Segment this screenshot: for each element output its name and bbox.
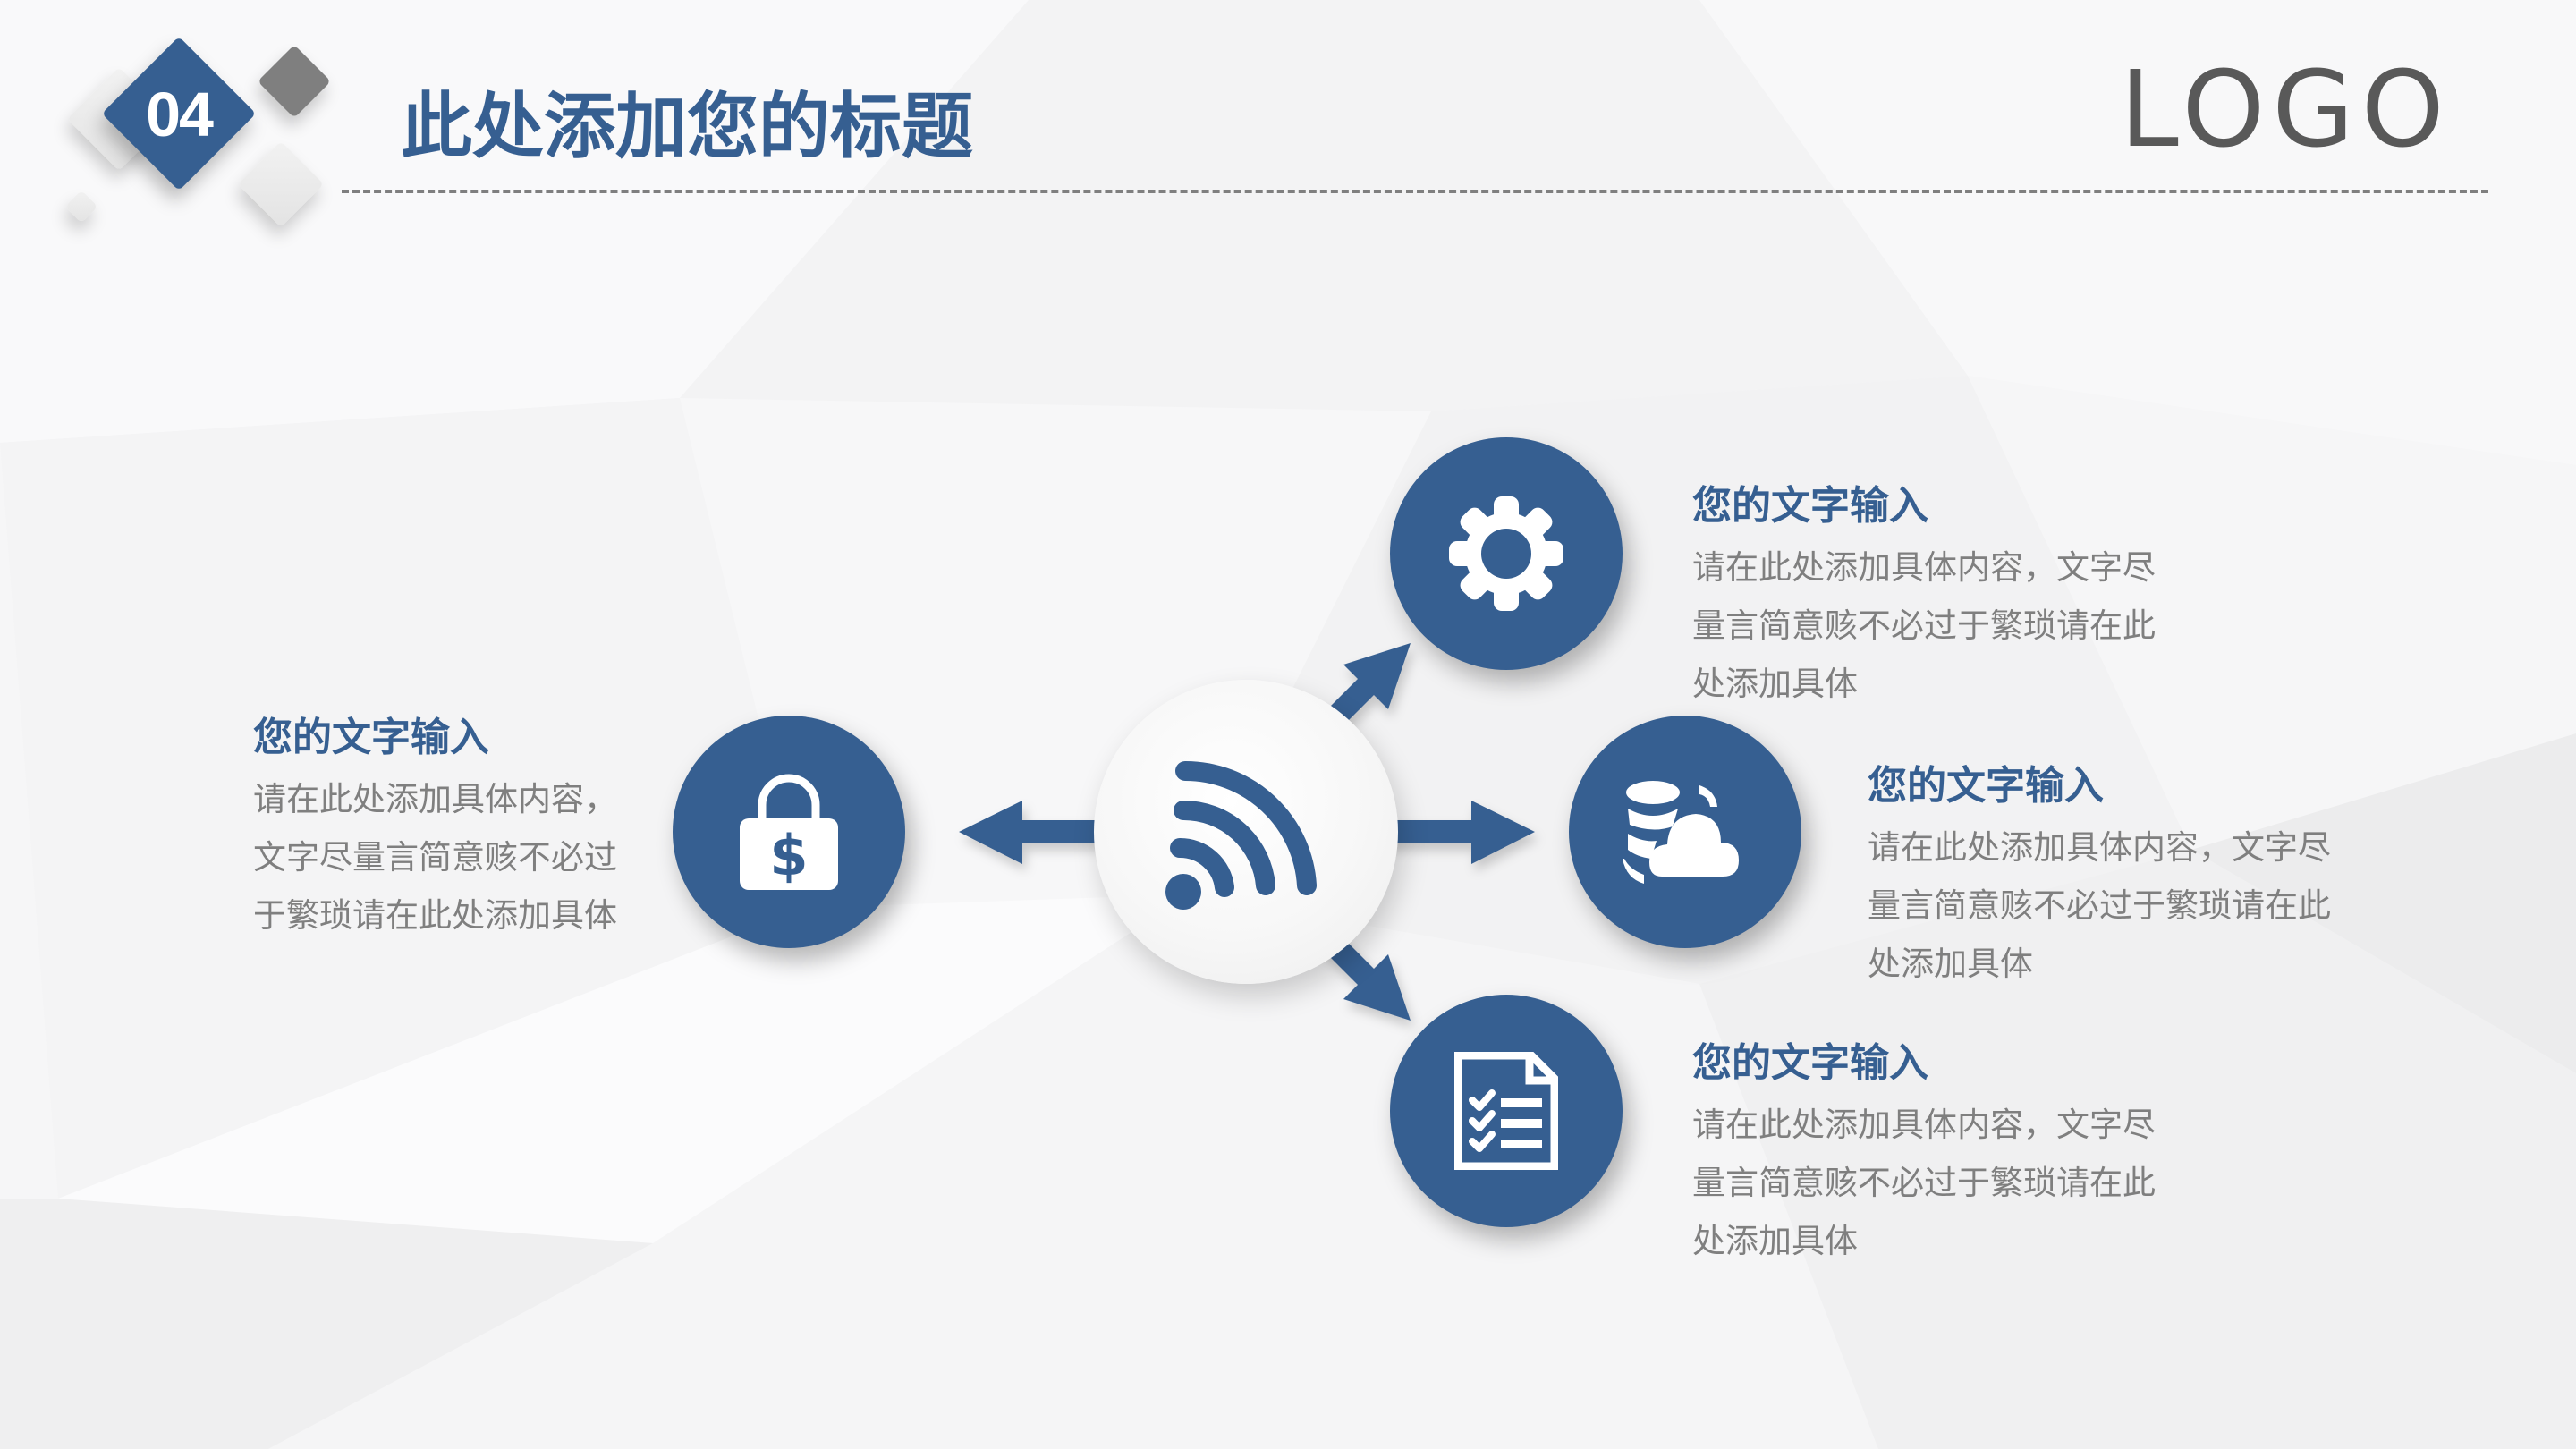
text-block-body: 请在此处添加具体内容，文字尽 量言简意赅不必过于繁琐请在此 处添加具体 bbox=[1692, 538, 2156, 713]
header-divider bbox=[342, 190, 2488, 193]
node-gear[interactable] bbox=[1390, 437, 1623, 670]
body-line: 请在此处添加具体内容，文字尽 bbox=[1868, 828, 2331, 867]
body-line: 于繁琐请在此处添加具体 bbox=[253, 896, 617, 935]
arrow-right bbox=[1365, 801, 1535, 864]
text-block-title: 您的文字输入 bbox=[1868, 763, 2104, 809]
svg-text:$: $ bbox=[769, 823, 808, 888]
logo: LOGO bbox=[2120, 47, 2452, 171]
wifi-signal-icon bbox=[1165, 760, 1317, 910]
body-line: 请在此处添加具体内容，文字尽 bbox=[1692, 548, 2156, 587]
text-block-bottom-right: 您的文字输入 请在此处添加具体内容，文字尽 量言简意赅不必过于繁琐请在此 处添加… bbox=[1692, 1038, 2156, 1270]
body-line: 处添加具体 bbox=[1692, 1222, 1858, 1260]
text-block-body: 请在此处添加具体内容，文字尽 量言简意赅不必过于繁琐请在此 处添加具体 bbox=[1692, 1096, 2156, 1270]
arrow-left bbox=[959, 801, 1129, 864]
text-block-title: 您的文字输入 bbox=[253, 715, 489, 760]
body-line: 请在此处添加具体内容， bbox=[253, 780, 617, 818]
text-block-body: 请在此处添加具体内容， 文字尽量言简意赅不必过 于繁琐请在此处添加具体 bbox=[253, 770, 617, 945]
text-block-top-right: 您的文字输入 请在此处添加具体内容，文字尽 量言简意赅不必过于繁琐请在此 处添加… bbox=[1692, 481, 2156, 713]
body-line: 量言简意赅不必过于繁琐请在此 bbox=[1692, 1164, 2156, 1202]
body-line: 量言简意赅不必过于繁琐请在此 bbox=[1692, 606, 2156, 645]
node-checklist[interactable] bbox=[1390, 995, 1623, 1227]
checklist-document-icon bbox=[1454, 1052, 1558, 1170]
text-block-middle-right: 您的文字输入 请在此处添加具体内容，文字尽 量言简意赅不必过于繁琐请在此 处添加… bbox=[1868, 761, 2331, 993]
database-cloud-icon bbox=[1623, 781, 1739, 884]
node-lock[interactable]: $ bbox=[673, 716, 905, 948]
body-line: 请在此处添加具体内容，文字尽 bbox=[1692, 1106, 2156, 1144]
hub-circle bbox=[1094, 680, 1398, 984]
node-database-cloud[interactable] bbox=[1569, 716, 1801, 948]
logo-reflection: LOGO bbox=[2120, 107, 2442, 161]
section-number: 04 bbox=[146, 80, 214, 149]
text-block-title: 您的文字输入 bbox=[1692, 1040, 1928, 1086]
body-line: 处添加具体 bbox=[1868, 945, 2033, 983]
body-line: 量言简意赅不必过于繁琐请在此 bbox=[1868, 886, 2331, 925]
page-title: 此处添加您的标题 bbox=[401, 85, 973, 168]
body-line: 文字尽量言简意赅不必过 bbox=[253, 838, 617, 877]
text-block-title: 您的文字输入 bbox=[1692, 483, 1928, 529]
lock-dollar-icon: $ bbox=[740, 774, 838, 890]
body-line: 处添加具体 bbox=[1692, 665, 1858, 703]
text-block-left: 您的文字输入 请在此处添加具体内容， 文字尽量言简意赅不必过 于繁琐请在此处添加… bbox=[253, 713, 617, 945]
gear-icon bbox=[1449, 496, 1563, 611]
text-block-body: 请在此处添加具体内容，文字尽 量言简意赅不必过于繁琐请在此 处添加具体 bbox=[1868, 818, 2331, 993]
